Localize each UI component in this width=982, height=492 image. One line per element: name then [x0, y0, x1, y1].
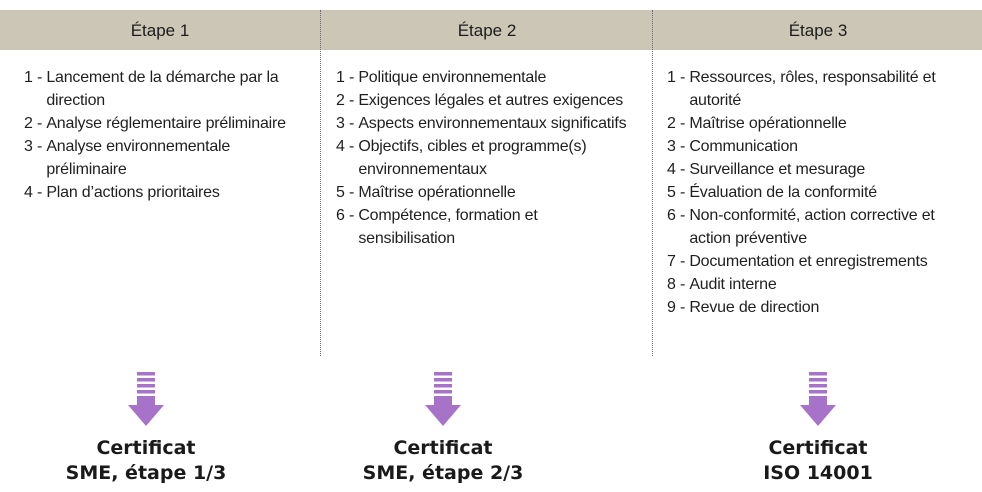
list-item: 3 - Communication — [667, 135, 979, 158]
list-item: 4 - Plan d’actions prioritaires — [24, 181, 290, 204]
certificate-subtitle: SME, étape 1/3 — [65, 462, 227, 484]
step-number: 7 - — [667, 253, 690, 270]
list-item: 1 - Politique environnementale — [336, 66, 636, 89]
list-item: 2 - Exigences légales et autres exigence… — [336, 89, 636, 112]
certificate-etape-3: Certificat ISO 14001 — [703, 436, 933, 486]
step-text: Compétence, formation et sensibilisation — [358, 207, 538, 247]
step-number: 3 - — [24, 138, 47, 155]
column-divider — [652, 10, 653, 356]
step-text: Objectifs, cibles et programme(s) enviro… — [358, 138, 587, 178]
list-item: 4 - Objectifs, cibles et programme(s) en… — [336, 135, 636, 181]
step-number: 1 - — [667, 69, 690, 86]
step-text: Exigences légales et autres exigences — [358, 92, 624, 109]
header-band — [0, 10, 982, 50]
certificate-subtitle: SME, étape 2/3 — [362, 462, 524, 484]
step-number: 2 - — [336, 92, 359, 109]
step-number: 4 - — [24, 184, 47, 201]
list-item: 3 - Aspects environnementaux significati… — [336, 112, 636, 135]
certificate-title: Certificat — [96, 437, 196, 459]
certificate-etape-1: Certificat SME, étape 1/3 — [31, 436, 261, 486]
column-divider — [320, 10, 321, 356]
certificate-title: Certificat — [768, 437, 868, 459]
certificate-title: Certificat — [393, 437, 493, 459]
step-text: Maîtrise opérationnelle — [689, 115, 847, 132]
step-text: Analyse réglementaire préliminaire — [46, 115, 286, 132]
step-text: Documentation et enregistrements — [689, 253, 928, 270]
down-arrow-icon — [800, 372, 836, 426]
down-arrow-icon — [128, 372, 164, 426]
step-number: 6 - — [667, 207, 690, 224]
steps-list-etape-3: 1 - Ressources, rôles, responsabilité et… — [667, 66, 979, 319]
step-text: Audit interne — [689, 276, 777, 293]
column-title-etape-3: Étape 3 — [788, 21, 848, 40]
step-number: 5 - — [336, 184, 359, 201]
step-text: Communication — [689, 138, 798, 155]
list-item: 2 - Maîtrise opérationnelle — [667, 112, 979, 135]
step-number: 2 - — [24, 115, 47, 132]
step-number: 3 - — [667, 138, 690, 155]
step-text: Aspects environnementaux significatifs — [358, 115, 627, 132]
step-number: 1 - — [336, 69, 359, 86]
step-text: Non-conformité, action corrective et act… — [689, 207, 935, 247]
step-number: 5 - — [667, 184, 690, 201]
list-item: 4 - Surveillance et mesurage — [667, 158, 979, 181]
steps-list-etape-2: 1 - Politique environnementale 2 - Exige… — [336, 66, 636, 250]
list-item: 6 - Compétence, formation et sensibilisa… — [336, 204, 636, 250]
column-title-etape-2: Étape 2 — [457, 21, 517, 40]
list-item: 2 - Analyse réglementaire préliminaire — [24, 112, 290, 135]
step-text: Plan d’actions prioritaires — [46, 184, 220, 201]
step-text: Revue de direction — [689, 299, 820, 316]
list-item: 7 - Documentation et enregistrements — [667, 250, 979, 273]
certificate-subtitle: ISO 14001 — [763, 462, 873, 484]
step-number: 6 - — [336, 207, 359, 224]
step-number: 4 - — [667, 161, 690, 178]
step-text: Surveillance et mesurage — [689, 161, 866, 178]
list-item: 6 - Non-conformité, action corrective et… — [667, 204, 979, 250]
list-item: 5 - Maîtrise opérationnelle — [336, 181, 636, 204]
step-number: 3 - — [336, 115, 359, 132]
step-number: 2 - — [667, 115, 690, 132]
list-item: 1 - Ressources, rôles, responsabilité et… — [667, 66, 979, 112]
step-text: Évaluation de la conformité — [689, 184, 877, 201]
step-number: 9 - — [667, 299, 690, 316]
step-text: Analyse environnementale préliminaire — [46, 138, 231, 178]
list-item: 3 - Analyse environnementale préliminair… — [24, 135, 290, 181]
step-text: Ressources, rôles, responsabilité et aut… — [689, 69, 936, 109]
step-number: 8 - — [667, 276, 690, 293]
step-number: 4 - — [336, 138, 359, 155]
step-number: 1 - — [24, 69, 47, 86]
column-title-etape-1: Étape 1 — [130, 21, 190, 40]
list-item: 9 - Revue de direction — [667, 296, 979, 319]
list-item: 1 - Lancement de la démarche par la dire… — [24, 66, 290, 112]
list-item: 8 - Audit interne — [667, 273, 979, 296]
down-arrow-icon — [425, 372, 461, 426]
certificate-etape-2: Certificat SME, étape 2/3 — [328, 436, 558, 486]
steps-list-etape-1: 1 - Lancement de la démarche par la dire… — [24, 66, 290, 204]
step-text: Politique environnementale — [358, 69, 547, 86]
list-item: 5 - Évaluation de la conformité — [667, 181, 979, 204]
step-text: Lancement de la démarche par la directio… — [46, 69, 279, 109]
step-text: Maîtrise opérationnelle — [358, 184, 516, 201]
